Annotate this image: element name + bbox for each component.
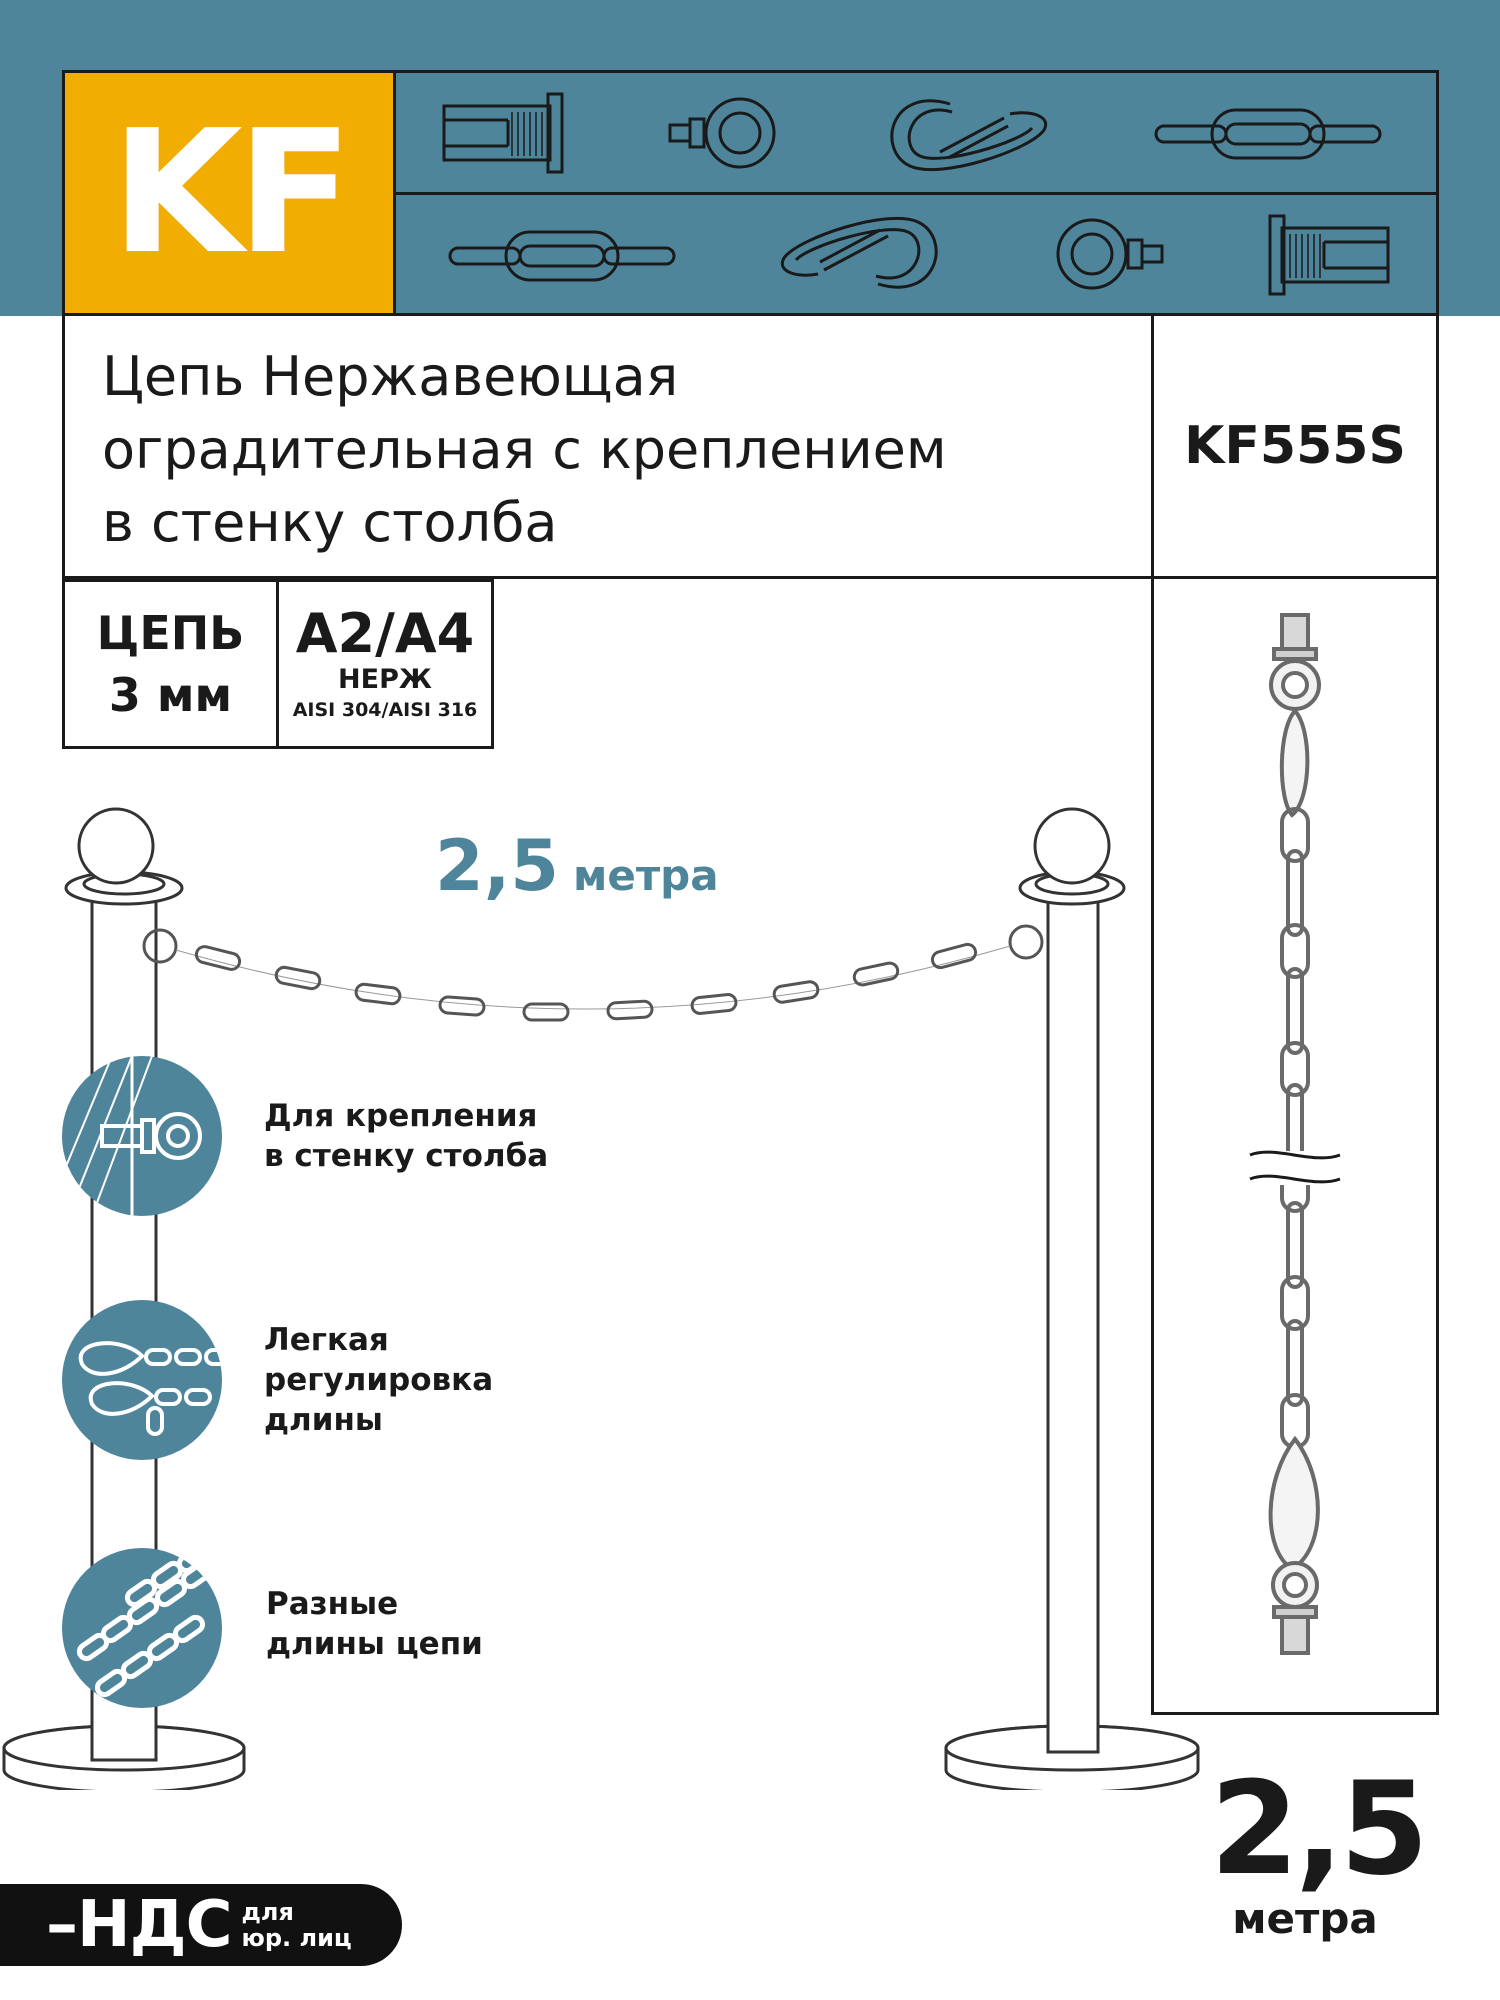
chain-size-spec: ЦЕПЬ 3 мм bbox=[62, 579, 279, 749]
feature-line: регулировка bbox=[264, 1362, 494, 1398]
feature-adjust-length: Легкая регулировка длины bbox=[264, 1320, 493, 1440]
chain-label: ЦЕПЬ bbox=[96, 606, 245, 660]
rivet-nut-icon bbox=[442, 92, 564, 174]
total-length-value: 2,5 bbox=[1210, 1755, 1429, 1904]
total-length: 2,5 метра bbox=[1210, 1755, 1429, 1943]
vat-badge-sub-line: для bbox=[241, 1898, 294, 1926]
total-length-unit: метра bbox=[1232, 1894, 1378, 1943]
span-length: 2,5 метра bbox=[435, 825, 719, 907]
vat-badge-sub: для юр. лиц bbox=[242, 1899, 352, 1951]
feature-line: Легкая bbox=[264, 1322, 389, 1358]
vat-badge: –НДС для юр. лиц bbox=[0, 1884, 402, 1966]
product-title-line: оградительная с креплением bbox=[102, 418, 947, 481]
product-title: Цепь Нержавеющая оградительная с креплен… bbox=[102, 340, 1102, 559]
adjust-length-icon bbox=[62, 1300, 222, 1460]
chain-assembly-panel bbox=[1151, 579, 1439, 1715]
chain-assembly-illustration bbox=[1249, 613, 1341, 1655]
wall-mount-icon bbox=[62, 1056, 222, 1216]
vat-badge-main: –НДС bbox=[46, 1888, 233, 1962]
product-sku: KF555S bbox=[1184, 416, 1406, 476]
eye-bolt-icon bbox=[668, 97, 776, 169]
brand-logo: KF bbox=[62, 70, 396, 316]
span-length-value: 2,5 bbox=[435, 825, 560, 907]
snap-hook-icon bbox=[780, 216, 938, 289]
material-spec: A2/A4 НЕРЖ AISI 304/AISI 316 bbox=[279, 579, 494, 749]
rivet-nut-icon bbox=[1268, 214, 1390, 296]
chain-link-icon bbox=[448, 230, 676, 282]
material-standard: AISI 304/AISI 316 bbox=[292, 699, 478, 721]
feature-line: длины bbox=[264, 1402, 383, 1438]
material-type: НЕРЖ bbox=[338, 664, 432, 695]
eye-bolt-icon bbox=[1056, 218, 1164, 290]
chain-link-icon bbox=[1154, 108, 1382, 160]
snap-hook-icon bbox=[890, 99, 1048, 172]
feature-line: длины цепи bbox=[266, 1626, 483, 1662]
icons-divider bbox=[396, 192, 1439, 195]
chain-lengths-icon bbox=[62, 1548, 222, 1708]
feature-line: Разные bbox=[266, 1586, 399, 1622]
feature-line: в стенку столба bbox=[264, 1138, 549, 1174]
title-box bbox=[62, 316, 1151, 579]
product-title-line: Цепь Нержавеющая bbox=[102, 345, 679, 408]
chain-size: 3 мм bbox=[108, 668, 233, 722]
feature-wall-mount: Для крепления в стенку столба bbox=[264, 1096, 548, 1176]
brand-logo-text: KF bbox=[111, 94, 353, 292]
material-grade: A2/A4 bbox=[295, 602, 475, 665]
feature-chain-lengths: Разные длины цепи bbox=[266, 1584, 483, 1664]
feature-line: Для крепления bbox=[264, 1098, 538, 1134]
vat-badge-sub-line: юр. лиц bbox=[241, 1924, 352, 1952]
sku-box: KF555S bbox=[1151, 316, 1439, 579]
span-length-unit: метра bbox=[573, 851, 719, 900]
product-title-line: в стенку столба bbox=[102, 491, 558, 554]
